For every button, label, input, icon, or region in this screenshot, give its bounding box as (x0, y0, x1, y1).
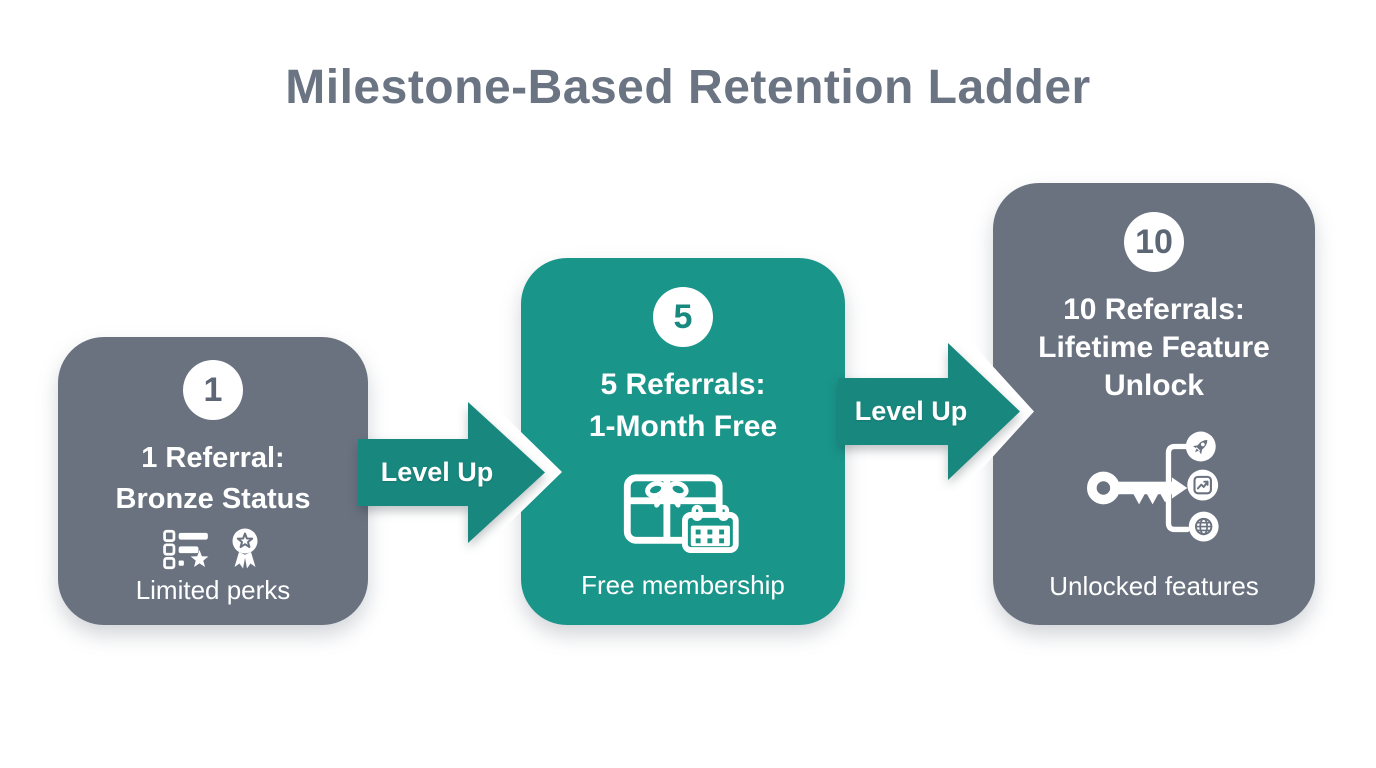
step-number-badge: 5 (653, 287, 713, 347)
key-unlock-branches-icon (1086, 431, 1219, 542)
milestone-card-1-referral: 1 1 Referral: Bronze Status Limited p (58, 337, 368, 625)
globe-icon (1194, 517, 1212, 536)
card-title: 1 Referral: Bronze Status (115, 442, 311, 515)
milestone-card-5-referrals: 5 5 Referrals: 1-Month Free (521, 258, 845, 625)
card-subtitle: Unlocked features (1049, 571, 1259, 601)
level-up-label-2: Level Up (854, 396, 968, 426)
card-subtitle: Free membership (581, 570, 785, 600)
growth-chart-icon (1192, 475, 1212, 495)
medal-icon (232, 528, 258, 569)
card-title: 5 Referrals: 1-Month Free (588, 368, 778, 443)
card-title: 10 Referrals: Lifetime Feature Unlock (1038, 293, 1270, 402)
card-subtitle: Limited perks (135, 575, 291, 605)
rocket-icon (1192, 440, 1207, 455)
milestone-card-10-referrals: 10 10 Referrals: Lifetime Feature Unlock (993, 183, 1315, 625)
step-number-badge: 10 (1124, 212, 1184, 272)
featured-list-icon (163, 529, 209, 570)
step-number-badge: 1 (183, 360, 243, 420)
page-title: Milestone-Based Retention Ladder (285, 61, 1091, 114)
level-up-label-1: Level Up (380, 457, 494, 487)
gift-card-calendar-icon (623, 474, 739, 554)
